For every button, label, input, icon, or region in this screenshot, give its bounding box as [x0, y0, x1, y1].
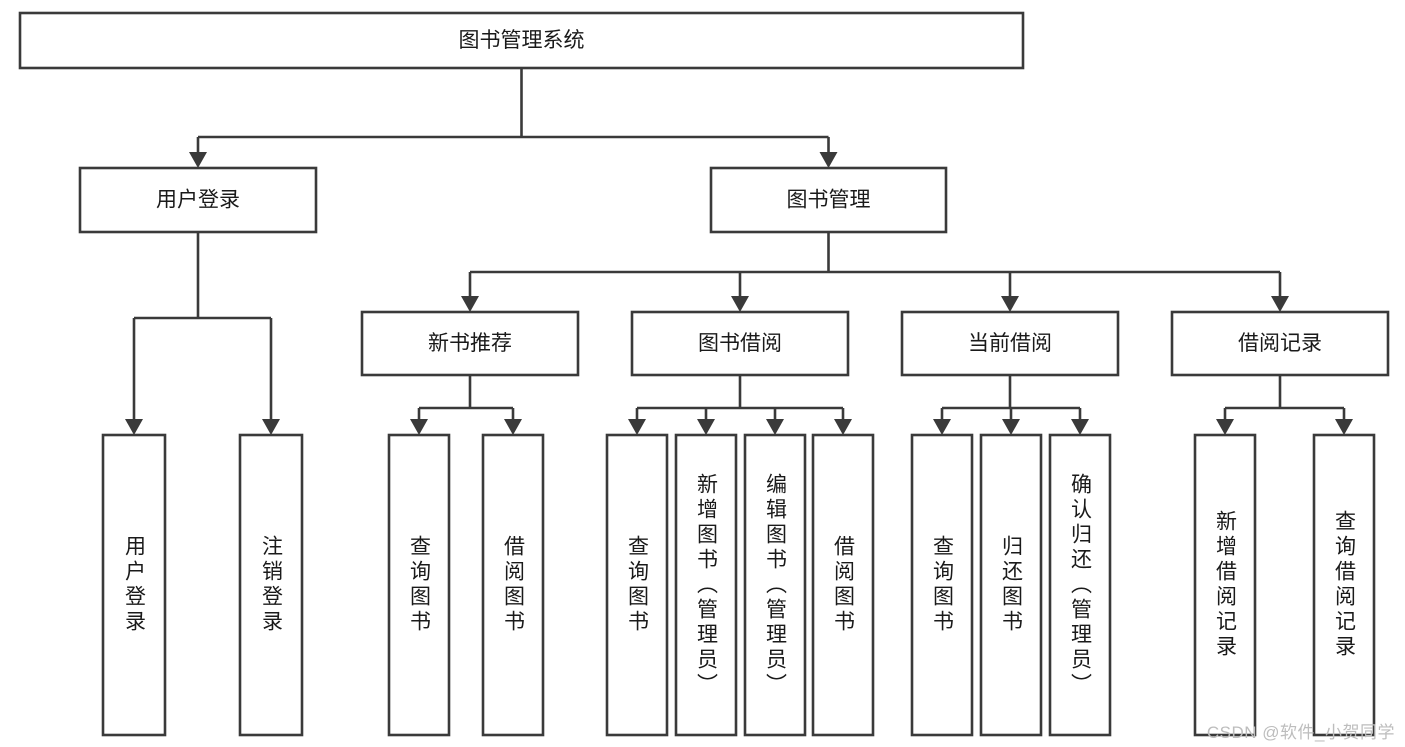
node-label-new-book-rec: 新书推荐: [428, 332, 512, 355]
node-box-layer: [18, 11, 1390, 737]
node-label-borrow-record: 借阅记录: [1238, 332, 1322, 355]
arrow-head-l3-borrow-record-1: [1335, 419, 1353, 435]
node-label-book-manage: 图书管理: [787, 189, 871, 212]
node-box-leaf-edit-book-admin: [743, 433, 807, 737]
arrow-head-l3-borrow-record-0: [1216, 419, 1234, 435]
node-box-leaf-query-book-borrow: [605, 433, 669, 737]
node-box-borrow-record: [1170, 310, 1390, 377]
connector-layer: [125, 68, 1353, 435]
arrow-head-l3-book-borrow-1: [697, 419, 715, 435]
arrow-head-l3-new-book-rec-0: [410, 419, 428, 435]
arrow-head-l3-book-borrow-3: [834, 419, 852, 435]
node-box-leaf-query-book-rec: [387, 433, 451, 737]
arrow-head-book-manage-1: [731, 296, 749, 312]
arrow-head-root-1: [819, 152, 838, 168]
node-box-user-login: [78, 166, 318, 234]
node-box-leaf-query-book-current: [910, 433, 974, 737]
arrow-head-user-login-1: [262, 419, 280, 435]
arrow-head-l3-current-borrow-2: [1071, 419, 1089, 435]
node-label-root: 图书管理系统: [459, 29, 585, 52]
node-box-current-borrow: [900, 310, 1120, 377]
node-label-current-borrow: 当前借阅: [968, 332, 1052, 355]
node-label-book-borrow: 图书借阅: [698, 332, 782, 355]
arrow-head-l3-book-borrow-0: [628, 419, 646, 435]
arrow-head-l3-new-book-rec-1: [504, 419, 522, 435]
arrow-head-book-manage-3: [1271, 296, 1289, 312]
node-box-leaf-borrow-book: [811, 433, 875, 737]
node-box-leaf-logout-login: [238, 433, 304, 737]
arrow-head-l3-book-borrow-2: [766, 419, 784, 435]
arrow-head-book-manage-0: [461, 296, 479, 312]
node-box-leaf-borrow-book-rec: [481, 433, 545, 737]
arrow-head-book-manage-2: [1001, 296, 1019, 312]
csdn-watermark: CSDN @软件_小贺同学: [1206, 723, 1395, 742]
node-box-leaf-add-book-admin: [674, 433, 738, 737]
node-box-book-manage: [709, 166, 948, 234]
node-box-leaf-return-book: [979, 433, 1043, 737]
node-box-leaf-user-login: [101, 433, 167, 737]
node-label-user-login: 用户登录: [156, 189, 240, 212]
node-box-root: [18, 11, 1025, 70]
arrow-head-root-0: [189, 152, 207, 168]
arrow-head-l3-current-borrow-0: [933, 419, 951, 435]
node-box-leaf-confirm-return-admin: [1048, 433, 1112, 737]
arrow-head-user-login-0: [125, 419, 143, 435]
node-box-leaf-query-borrow-record: [1312, 433, 1376, 737]
node-box-new-book-rec: [360, 310, 580, 377]
arrow-head-l3-current-borrow-1: [1002, 419, 1020, 435]
node-box-leaf-add-borrow-record: [1193, 433, 1257, 737]
node-box-book-borrow: [630, 310, 850, 377]
